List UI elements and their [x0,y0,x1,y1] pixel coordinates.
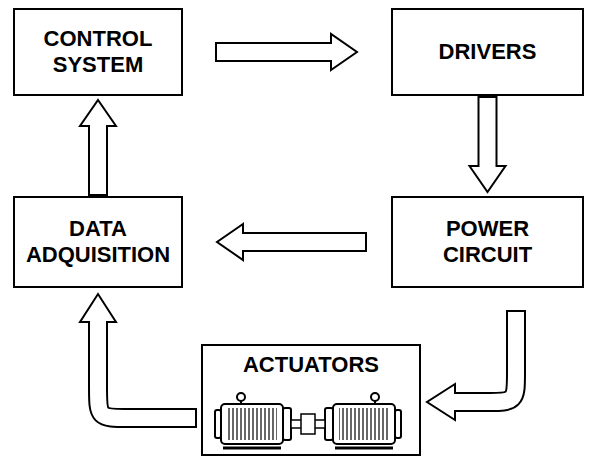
arrow-outline [225,42,331,62]
arrow-fill [98,322,187,418]
arrow-fill [480,106,496,166]
box-label: CONTROL SYSTEM [23,26,173,79]
arrow-fill [455,320,516,402]
motor-symbol [325,393,401,448]
process-box: DRIVERS [391,8,584,96]
block-arrow [80,100,116,186]
box-label: DATA ADQUISITION [23,216,173,269]
block-arrow [80,294,187,418]
arrow-fill [225,44,331,60]
arrow-outline [455,320,516,402]
motor-symbol [215,393,291,448]
arrow-outline [478,106,498,166]
box-label: POWER CIRCUIT [423,216,553,269]
block-arrow [217,224,357,260]
motor-pair-illustration [203,388,413,454]
box-label: DRIVERS [403,39,573,65]
arrow-outline [88,126,108,186]
coupling [301,414,315,434]
arrow-outline [98,322,187,418]
arrow-outline [243,232,357,252]
process-box: CONTROL SYSTEM [13,8,183,96]
box-label: ACTUATORS [211,352,411,378]
arrow-fill [243,234,357,250]
actuator-box: ACTUATORS [201,344,421,456]
block-arrow [470,106,506,192]
block-arrow [225,34,357,70]
process-box: POWER CIRCUIT [391,196,584,288]
arrow-fill [90,126,106,186]
process-box: DATA ADQUISITION [13,196,183,288]
block-arrow [427,320,516,420]
